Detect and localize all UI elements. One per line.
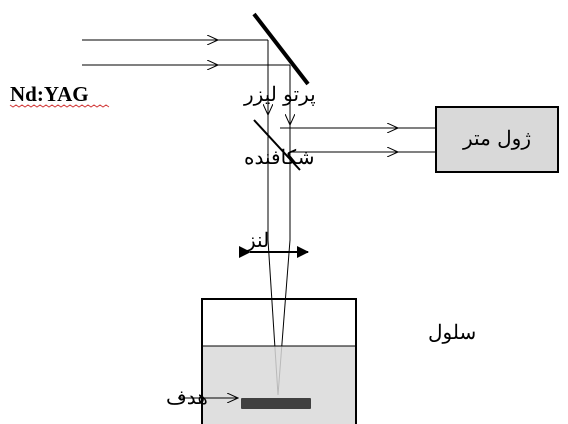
spellcheck-underline bbox=[9, 104, 110, 108]
cell bbox=[201, 298, 357, 424]
cell-label: سلول bbox=[428, 320, 476, 344]
joulemeter-label: ژول متر bbox=[462, 126, 531, 150]
beam-splitter-label: شکافنده bbox=[244, 145, 314, 169]
laser-beam-label: پرتو لیزر bbox=[243, 82, 316, 106]
incoming-laser-beams bbox=[82, 40, 290, 65]
joulemeter-box bbox=[435, 106, 559, 173]
cell-liquid bbox=[202, 346, 356, 424]
cell-container bbox=[201, 298, 357, 424]
target-label: هدف bbox=[166, 385, 208, 409]
beam-splitter bbox=[253, 119, 301, 171]
turning-mirror bbox=[252, 12, 310, 86]
lens-label: لنز bbox=[245, 228, 269, 252]
reflected-beams bbox=[280, 128, 436, 152]
target bbox=[241, 398, 311, 409]
laser-model-label: Nd:YAG bbox=[10, 82, 89, 106]
